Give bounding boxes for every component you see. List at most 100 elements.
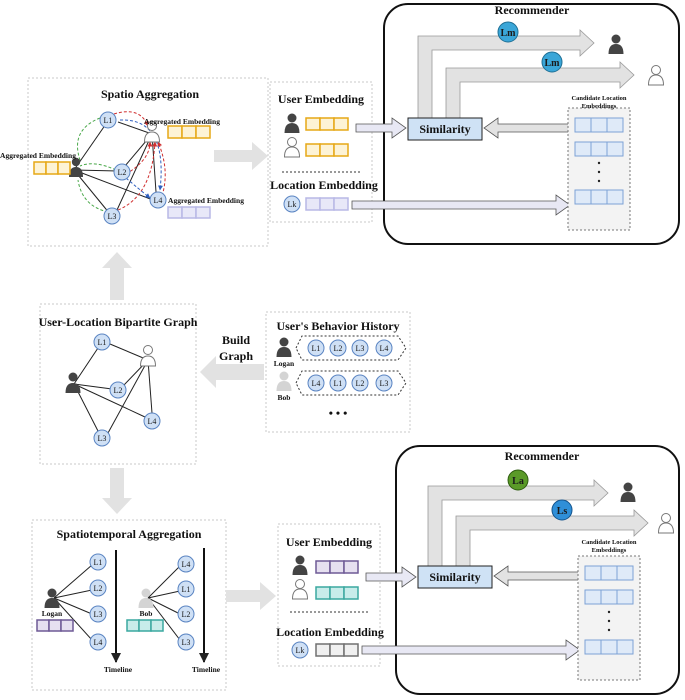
bottom-badge-1: La: [507, 469, 529, 491]
st-logan-node-1: L1: [89, 553, 107, 571]
svg-text:L4: L4: [94, 638, 103, 647]
bipartite-node-l2: L2: [109, 381, 127, 399]
top-location-embedding-label: Location Embedding: [270, 178, 378, 192]
svg-text:L2: L2: [118, 168, 127, 177]
bottom-user-embed-purple: [315, 560, 359, 574]
svg-text:Ls: Ls: [557, 506, 568, 517]
svg-text:L2: L2: [334, 344, 343, 353]
bottom-location-embed-gray: [315, 643, 359, 657]
svg-text:L4: L4: [380, 344, 389, 353]
st-bob-name: Bob: [140, 609, 153, 618]
svg-text:L4: L4: [182, 560, 191, 569]
svg-text:L3: L3: [380, 379, 389, 388]
top-user-icon-light: [283, 137, 301, 158]
spatio-node-l4: L4: [149, 191, 167, 209]
top-user-embedding-label: User Embedding: [278, 92, 364, 106]
bottom-candidate-dots: [607, 610, 611, 632]
top-target-user-light-icon: [647, 65, 665, 86]
bottom-recommender-title: Recommender: [505, 449, 580, 463]
history-logan-seq-2: L2: [329, 339, 347, 357]
agg-embed-label-left: Aggregated Embedding: [0, 151, 76, 160]
bottom-lk-node: Lk: [291, 641, 309, 659]
st-bob-node-2: L1: [177, 580, 195, 598]
flow-arrow-history-to-bipartite: [200, 356, 264, 388]
agg-embed-left: [33, 161, 71, 175]
svg-text:L1: L1: [334, 379, 343, 388]
top-user-icon-dark: [284, 113, 300, 133]
st-logan-name: Logan: [42, 609, 63, 618]
svg-text:L2: L2: [182, 610, 191, 619]
bipartite-user-dark-icon: [65, 372, 81, 393]
st-timeline-2-label: Timeline: [192, 665, 221, 674]
svg-text:L1: L1: [94, 558, 103, 567]
svg-text:L3: L3: [182, 638, 191, 647]
top-badge-1: Lm: [497, 21, 519, 43]
agg-embed-label-right: Aggregated Embedding: [168, 196, 244, 205]
top-similarity-box: [407, 117, 483, 141]
bottom-arrow-location-to-candidates: [361, 639, 581, 661]
bottom-candidate-embed-1: [584, 565, 634, 581]
top-arrow-user-to-similarity: [355, 117, 407, 139]
st-logan-icon: [44, 588, 60, 608]
svg-text:L1: L1: [104, 116, 113, 125]
top-target-user-dark-icon: [608, 34, 624, 54]
svg-text:La: La: [512, 476, 524, 487]
flow-arrow-spatio-to-embed: [214, 142, 268, 170]
bottom-candidate-label-2: Embeddings: [592, 547, 627, 554]
bottom-similarity-box: [417, 565, 493, 589]
st-logan-embed-purple: [36, 619, 74, 632]
history-bob-name: Bob: [278, 393, 291, 402]
top-candidate-embed-1: [574, 117, 624, 133]
top-candidate-embed-3: [574, 189, 624, 205]
svg-text:L1: L1: [98, 338, 107, 347]
st-bob-node-3: L2: [177, 605, 195, 623]
svg-text:L4: L4: [312, 379, 321, 388]
history-bob-seq-2: L1: [329, 374, 347, 392]
svg-text:L2: L2: [94, 584, 103, 593]
bottom-arrow-user-to-similarity: [365, 566, 417, 588]
svg-text:L3: L3: [94, 610, 103, 619]
bottom-arrow-to-user-light: [455, 509, 649, 567]
svg-text:Lk: Lk: [296, 646, 305, 655]
bottom-user-icon-dark: [292, 555, 308, 575]
st-logan-node-2: L2: [89, 579, 107, 597]
build-graph-label-2: Graph: [219, 349, 253, 363]
top-candidate-dots: [597, 161, 601, 183]
flow-arrow-bipartite-to-spatio: [102, 252, 132, 300]
flow-arrow-st-to-embed: [226, 582, 276, 610]
svg-text:L3: L3: [108, 212, 117, 221]
agg-embed-top: [167, 125, 211, 139]
st-bob-node-4: L3: [177, 633, 195, 651]
history-bob-icon: [276, 371, 292, 391]
agg-embed-label-top: Aggregated Embedding: [144, 117, 220, 126]
history-logan-name: Logan: [274, 359, 295, 368]
history-title: User's Behavior History: [276, 319, 399, 333]
bipartite-user-light-icon: [139, 345, 157, 367]
bipartite-title: User-Location Bipartite Graph: [39, 315, 198, 329]
svg-text:L2: L2: [356, 379, 365, 388]
spatio-node-l2: L2: [113, 163, 131, 181]
svg-text:L4: L4: [154, 196, 163, 205]
bipartite-node-l3: L3: [93, 429, 111, 447]
st-logan-node-3: L3: [89, 605, 107, 623]
agg-embed-right: [167, 206, 211, 219]
history-logan-icon: [276, 337, 292, 357]
st-bob-node-1: L4: [177, 555, 195, 573]
bottom-candidate-embed-2: [584, 589, 634, 605]
top-recommender-title: Recommender: [495, 3, 570, 17]
history-logan-seq-3: L3: [351, 339, 369, 357]
bottom-badge-2: Ls: [551, 499, 573, 521]
top-location-embed-lavender: [305, 197, 349, 211]
bottom-user-icon-light: [291, 579, 309, 600]
svg-text:L1: L1: [182, 585, 191, 594]
bottom-user-embed-teal: [315, 586, 359, 600]
svg-text:L3: L3: [98, 434, 107, 443]
bottom-similarity-label: Similarity: [429, 570, 480, 584]
flow-arrow-bipartite-to-st: [102, 468, 132, 514]
top-user-embed-orange-2: [305, 143, 349, 157]
svg-text:Lm: Lm: [501, 28, 517, 39]
history-bob-seq-4: L3: [375, 374, 393, 392]
bottom-target-user-light-icon: [657, 513, 675, 534]
bottom-candidate-label-1: Candidate Location: [581, 539, 636, 546]
